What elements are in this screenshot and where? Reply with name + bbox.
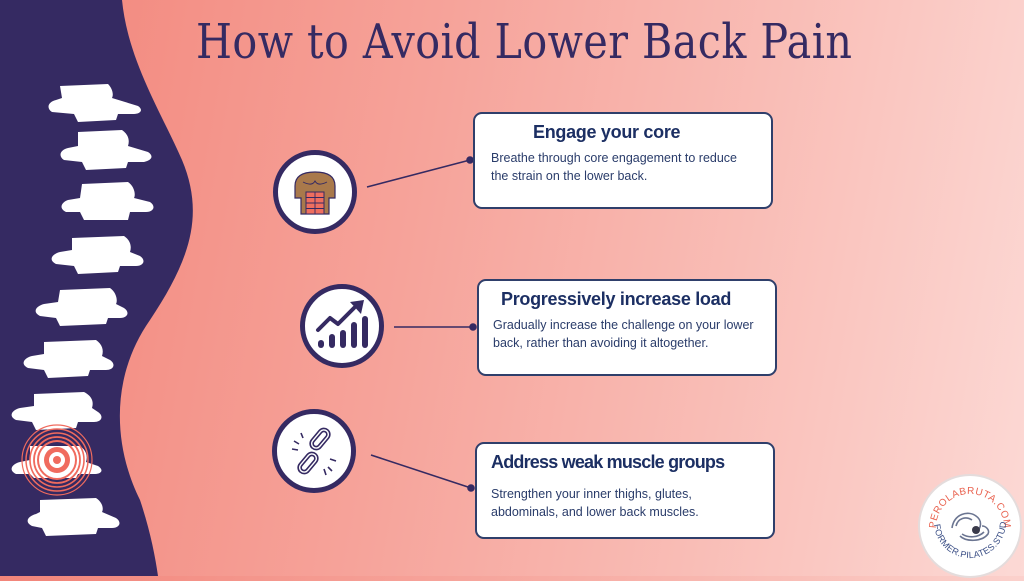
oyster-pearl-icon: PEROLABRUTA.COM REFORMER.PILATES.STUDIO xyxy=(916,468,1011,560)
tip-2-title: Progressively increase load xyxy=(501,289,732,309)
tip-3-title: Address weak muscle groups xyxy=(491,452,725,472)
tip-2-body: Gradually increase the challenge on your… xyxy=(493,318,754,350)
tip-1-icon-circle xyxy=(273,150,357,234)
tip-1-title: Engage your core xyxy=(533,122,681,142)
pain-target-icon xyxy=(21,424,93,496)
studio-logo[interactable]: PEROLABRUTA.COM REFORMER.PILATES.STUDIO xyxy=(916,468,1022,578)
growth-chart-icon xyxy=(316,300,368,348)
tip-2-icon-circle xyxy=(300,284,384,368)
tip-card-progressive-load: Progressively increase load Gradually in… xyxy=(477,279,777,376)
page-title: How to Avoid Lower Back Pain xyxy=(196,14,853,70)
tip-card-engage-core: Engage your core Breathe through core en… xyxy=(473,112,773,209)
abs-torso-icon xyxy=(294,171,336,215)
tip-3-body: Strengthen your inner thighs, glutes, ab… xyxy=(491,487,699,519)
broken-chain-icon xyxy=(291,427,337,476)
tip-3-icon-circle xyxy=(272,409,356,493)
tip-1-body: Breathe through core engagement to reduc… xyxy=(491,151,738,183)
spine-illustration xyxy=(0,0,193,576)
tip-card-weak-muscles: Address weak muscle groups Strengthen yo… xyxy=(475,442,775,539)
navy-curve-panel xyxy=(0,0,193,576)
